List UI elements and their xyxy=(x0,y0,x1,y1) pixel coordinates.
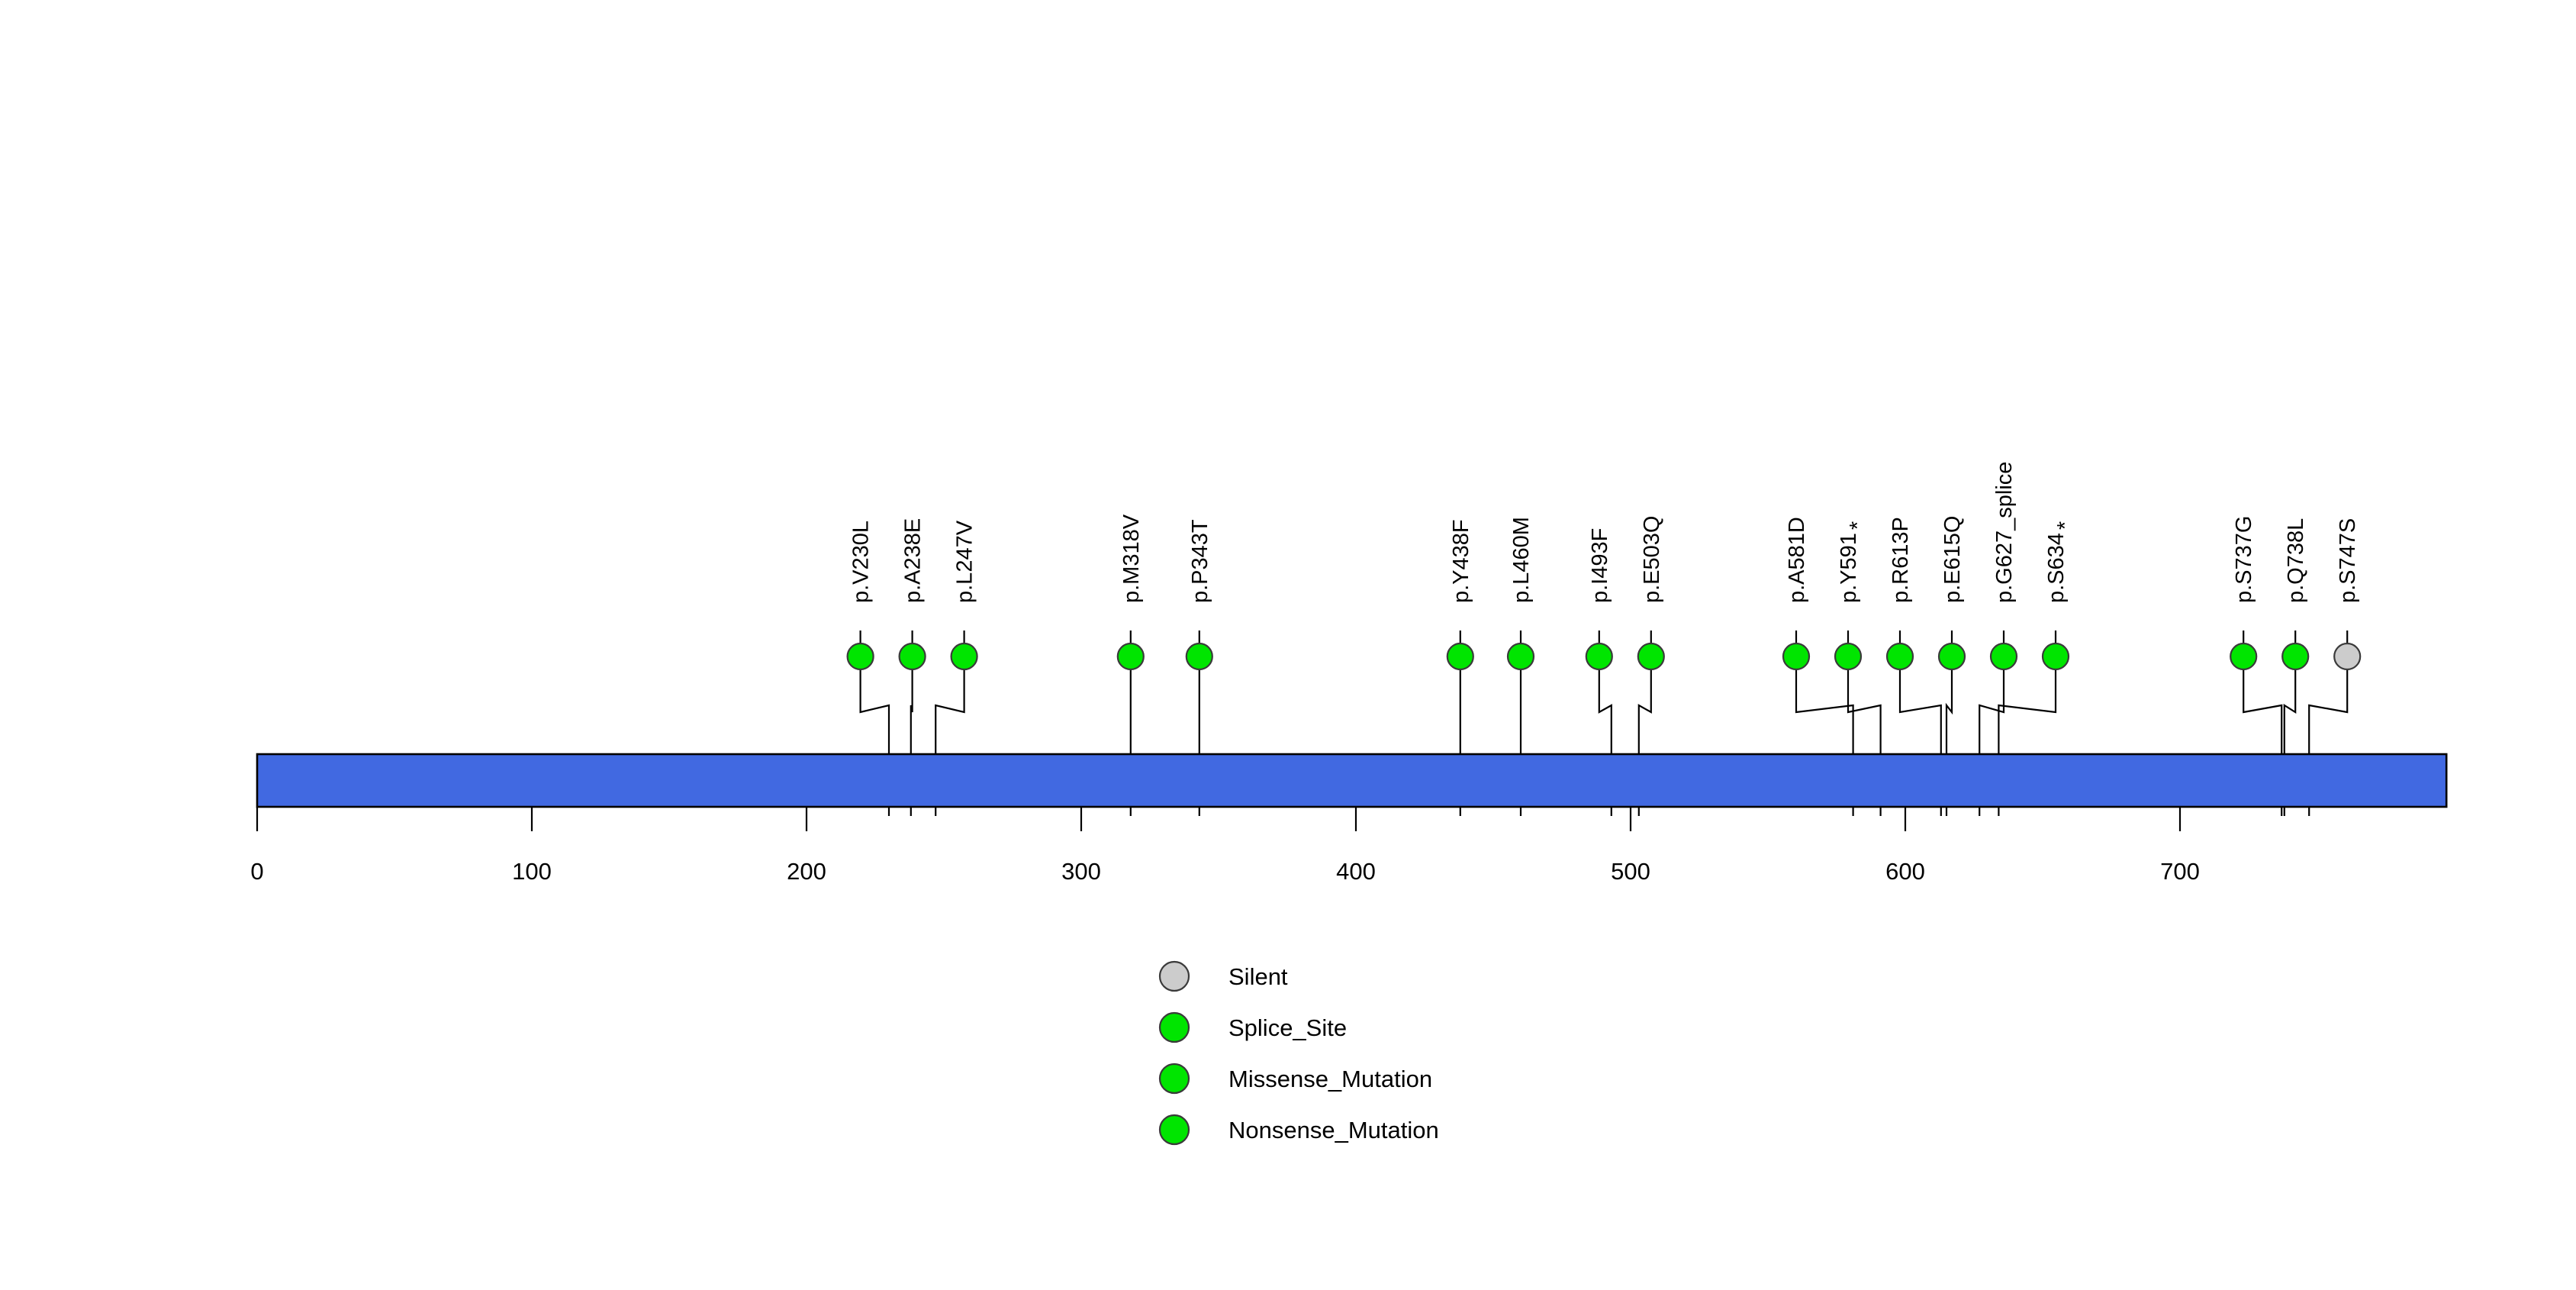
legend-swatch-silent[interactable] xyxy=(1158,960,1190,992)
mutation-label: p.G627_splice xyxy=(1992,462,2017,603)
stop-codon-asterisk: * xyxy=(2053,521,2078,530)
lollipop-head-pS737G[interactable] xyxy=(2230,642,2258,671)
mutation-label-group: p.E503Q xyxy=(1640,516,1664,603)
mutation-label-group: p.E615Q xyxy=(1940,516,1965,603)
mutation-label: p.E503Q xyxy=(1640,516,1664,603)
lollipop-head-pG627splice[interactable] xyxy=(1989,642,2018,671)
legend-label-missense_mutation: Missense_Mutation xyxy=(1228,1066,1432,1092)
lollipop-head-pI493F[interactable] xyxy=(1585,642,1613,671)
mutation-label-group: p.Y591 * xyxy=(1837,521,1870,603)
legend-swatch-missense_mutation[interactable] xyxy=(1158,1063,1190,1095)
legend-label-splice_site: Splice_Site xyxy=(1228,1014,1347,1041)
lollipop-head-pY438F[interactable] xyxy=(1446,642,1474,671)
legend-swatch-splice_site[interactable] xyxy=(1158,1011,1190,1043)
mutation-label: p.M318V xyxy=(1119,514,1144,603)
legend-label-silent: Silent xyxy=(1228,963,1288,990)
mutation-label-group: p.S634 * xyxy=(2044,521,2078,603)
lollipop-head-pV230L[interactable] xyxy=(846,642,874,671)
mutation-label-group: p.R613P xyxy=(1889,517,1913,603)
mutation-label: p.L247V xyxy=(953,520,977,603)
lollipop-head-pL460M[interactable] xyxy=(1506,642,1535,671)
lollipop-head-pE503Q[interactable] xyxy=(1637,642,1665,671)
legend-label-nonsense_mutation: Nonsense_Mutation xyxy=(1228,1117,1439,1143)
legend-swatch-nonsense_mutation[interactable] xyxy=(1158,1114,1190,1146)
axis-tick-label-200: 200 xyxy=(787,858,826,885)
lollipop-head-pA238E[interactable] xyxy=(898,642,926,671)
lollipop-head-pS634[interactable] xyxy=(2041,642,2070,671)
mutation-label: p.P343T xyxy=(1188,519,1212,603)
mutation-label: p.R613P xyxy=(1889,517,1913,603)
lollipop-head-pP343T[interactable] xyxy=(1185,642,1213,671)
mutation-label-group: p.S747S xyxy=(2336,518,2360,603)
x-axis-group: 0 100 200 300 400 500 600 700 xyxy=(250,807,2200,885)
mutation-label-group: p.A581D xyxy=(1785,517,1809,603)
legend-group: SilentSplice_SiteMissense_MutationNonsen… xyxy=(1158,960,1439,1146)
mutation-label-group: p.I493F xyxy=(1588,528,1612,603)
mutation-label-group: p.G627_splice xyxy=(1992,462,2017,603)
mutation-label: p.S634 xyxy=(2044,533,2069,603)
protein-track-group xyxy=(256,753,2448,808)
mutation-label: p.L460M xyxy=(1509,517,1534,603)
mutation-label-group: p.A238E xyxy=(901,518,926,603)
axis-tick-label-500: 500 xyxy=(1611,858,1650,885)
axis-tick-label-300: 300 xyxy=(1061,858,1101,885)
mutation-label: p.Q738L xyxy=(2284,518,2308,603)
mutation-label-group: p.V230L xyxy=(849,521,874,603)
lollipop-head-pQ738L[interactable] xyxy=(2281,642,2310,671)
mutation-labels-group: p.V230L p.A238E p.L247V p.M318V p.P343T p.Y43… xyxy=(849,462,2361,603)
axis-tick-label-600: 600 xyxy=(1885,858,1925,885)
mutation-label: p.S737G xyxy=(2232,516,2256,603)
stop-codon-asterisk: * xyxy=(1846,521,1870,530)
mutation-label: p.V230L xyxy=(849,521,874,603)
mutation-label-group: p.L460M xyxy=(1509,517,1534,603)
lollipop-heads-group xyxy=(846,642,2362,671)
mutation-label-group: p.S737G xyxy=(2232,516,2256,603)
lollipop-head-pM318V[interactable] xyxy=(1116,642,1145,671)
mutation-label: p.S747S xyxy=(2336,518,2360,603)
mutation-label: p.A581D xyxy=(1785,517,1809,603)
axis-tick-label-100: 100 xyxy=(512,858,552,885)
mutation-label-group: p.Y438F xyxy=(1449,519,1473,603)
lollipop-head-pR613P[interactable] xyxy=(1885,642,1914,671)
mutation-label-group: p.M318V xyxy=(1119,514,1144,603)
lollipop-head-pL247V[interactable] xyxy=(950,642,978,671)
lollipop-head-pS747S[interactable] xyxy=(2333,642,2362,671)
mutation-label: p.I493F xyxy=(1588,528,1612,603)
lollipop-head-pY591[interactable] xyxy=(1834,642,1863,671)
mutation-label-group: p.Q738L xyxy=(2284,518,2308,603)
mutation-label: p.E615Q xyxy=(1940,516,1965,603)
mutation-label-group: p.L247V xyxy=(953,520,977,603)
mutation-label: p.A238E xyxy=(901,518,926,603)
axis-tick-label-700: 700 xyxy=(2160,858,2200,885)
lollipop-head-pE615Q[interactable] xyxy=(1937,642,1966,671)
mutation-label: p.Y591 xyxy=(1837,533,1861,603)
protein-domain-bar xyxy=(256,753,2448,808)
axis-tick-label-400: 400 xyxy=(1336,858,1376,885)
axis-tick-label-0: 0 xyxy=(250,858,263,885)
mutation-label: p.Y438F xyxy=(1449,519,1473,603)
mutation-label-group: p.P343T xyxy=(1188,519,1212,603)
lollipop-head-pA581D[interactable] xyxy=(1782,642,1811,671)
